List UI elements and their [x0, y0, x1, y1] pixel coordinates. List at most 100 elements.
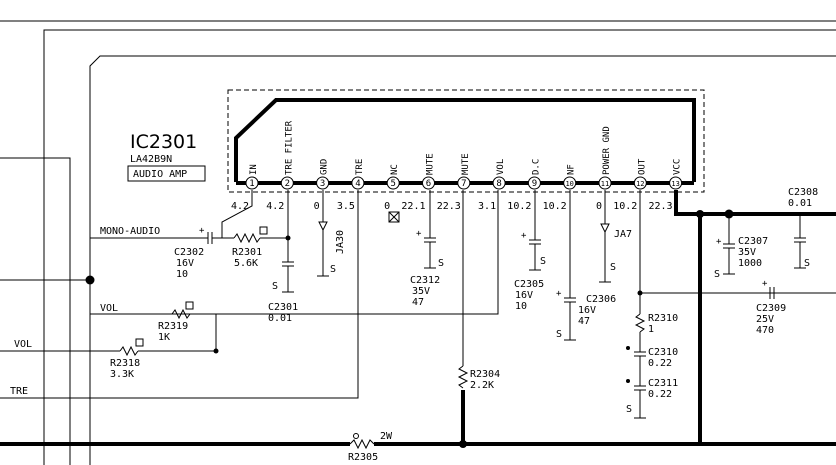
r2305-rating: 2W: [380, 431, 393, 442]
ja30-diode: [318, 221, 328, 232]
pin-5-voltage: 0: [384, 201, 390, 212]
node-vol-left: [85, 275, 95, 285]
pin-12-voltage: 10.2: [613, 201, 637, 212]
pin-4-label: TRE: [355, 159, 365, 175]
pin-7-circle: [457, 176, 471, 190]
pin-2-label: TRE FILTER: [284, 120, 294, 175]
r2304-value: 2.2K: [470, 380, 494, 391]
wire-vcc: [674, 190, 836, 216]
r2318-value: 3.3K: [110, 369, 134, 380]
pin-6-circle: [422, 176, 435, 190]
r2318-marker: [135, 338, 144, 347]
pin-3-label: GND: [320, 159, 330, 175]
c2301-ref: C2301: [268, 302, 298, 313]
ground-label-c2306: S: [556, 329, 562, 340]
pin-8-circle: [492, 176, 506, 190]
r2304-resistor: [457, 365, 469, 389]
pin-7-voltage: 22.3: [437, 201, 461, 212]
c2305-polarity: +: [521, 231, 527, 241]
nc-cross-b: [388, 211, 400, 223]
pin-7-label: MUTE: [461, 153, 471, 175]
c2308-value: 0.01: [788, 198, 812, 209]
pin-4-number: 4: [355, 179, 360, 189]
r2301-ref: R2301: [232, 247, 262, 258]
c2306-polarity: +: [556, 289, 562, 299]
c2310-ref: C2310: [648, 347, 678, 358]
ja30-ref: JA30: [335, 230, 346, 254]
ground-label-c2311: S: [626, 404, 632, 415]
c2302-value: 10: [176, 269, 188, 280]
c2302-voltage: 16V: [176, 258, 194, 269]
wire-left-bus: [0, 157, 71, 465]
c2305-ref: C2305: [514, 279, 544, 290]
r2304-ref: R2304: [470, 369, 500, 380]
c2312-value: 47: [412, 297, 424, 308]
ic-function-box: [127, 165, 206, 182]
pin-10-voltage: 10.2: [543, 201, 567, 212]
r2310-ref: R2310: [648, 313, 678, 324]
ground-label-c2301: S: [272, 281, 278, 292]
pin-11-label: POWER GND: [602, 126, 612, 175]
pin-1-number: 1: [249, 179, 254, 189]
c2301-value: 0.01: [268, 313, 292, 324]
c2307-voltage: 35V: [738, 247, 756, 258]
pin-13-voltage: 22.3: [649, 201, 673, 212]
c2309-voltage: 25V: [756, 314, 774, 325]
c2305-voltage: 16V: [515, 290, 533, 301]
ground-label-c2305: S: [540, 256, 546, 267]
ground-label-ja7: S: [610, 262, 616, 273]
c2302-polarity: +: [199, 226, 205, 236]
ic-part-label: LA42B9N: [130, 154, 172, 165]
net-tre-edge: TRE: [10, 386, 28, 397]
ja7-diode: [600, 223, 610, 234]
pin-6-number: 6: [426, 179, 431, 189]
ic-package-outline: [227, 89, 705, 193]
c2305-value: 10: [515, 301, 527, 312]
r2301-value: 5.6K: [234, 258, 258, 269]
pin-13-circle: [669, 176, 683, 190]
r2319-ref: R2319: [158, 321, 188, 332]
r2319-resistor: [171, 308, 191, 320]
pin-3-number: 3: [320, 179, 325, 189]
r2301-marker: [259, 226, 268, 235]
c2311-ref: C2311: [648, 378, 678, 389]
pin-2-number: 2: [285, 179, 290, 189]
c2307-polarity: +: [716, 237, 722, 247]
pin-1-circle: [245, 176, 259, 190]
pin-11-voltage: 0: [596, 201, 602, 212]
c2302-ref: C2302: [174, 247, 204, 258]
c2311-marker: [626, 379, 630, 383]
c2309-value: 470: [756, 325, 774, 336]
net-vol-in: VOL: [100, 303, 118, 314]
r2310-value: 1: [648, 324, 654, 335]
pin-5-label: NC: [390, 164, 400, 175]
pin-6-label: MUTE: [426, 153, 436, 175]
pin-3-circle: [316, 176, 330, 190]
ground-label-c2307: S: [714, 269, 720, 280]
nc-marker: [388, 211, 400, 223]
r2318-ref: R2318: [110, 358, 140, 369]
r2305-ref: R2305: [348, 452, 378, 463]
pin-1-label: IN: [249, 164, 259, 175]
ground-label-ja30: S: [330, 264, 336, 275]
node-pin2: [285, 235, 291, 241]
c2309-ref: C2309: [756, 303, 786, 314]
c2307-value: 1000: [738, 258, 762, 269]
r2305-resistor: [349, 438, 375, 450]
ground-label-c2312: S: [438, 258, 444, 269]
node-vcc-a: [696, 210, 704, 218]
r2301-resistor: [233, 232, 261, 244]
ja7-ref: JA7: [614, 229, 632, 240]
ic-ref-label: IC2301: [130, 131, 197, 153]
pin-10-circle: [563, 176, 577, 190]
c2312-voltage: 35V: [412, 286, 430, 297]
pin-10-label: NF: [567, 164, 577, 175]
wire-tre-edge: [0, 190, 359, 399]
c2306-ref: C2306: [586, 294, 616, 305]
frame-inner-border: [43, 29, 836, 465]
ground-label-c2308: S: [804, 258, 810, 269]
wire-pin8-vol: [89, 190, 499, 315]
pin-9-number: 9: [532, 179, 537, 189]
pin-10-number: 10: [565, 180, 573, 188]
